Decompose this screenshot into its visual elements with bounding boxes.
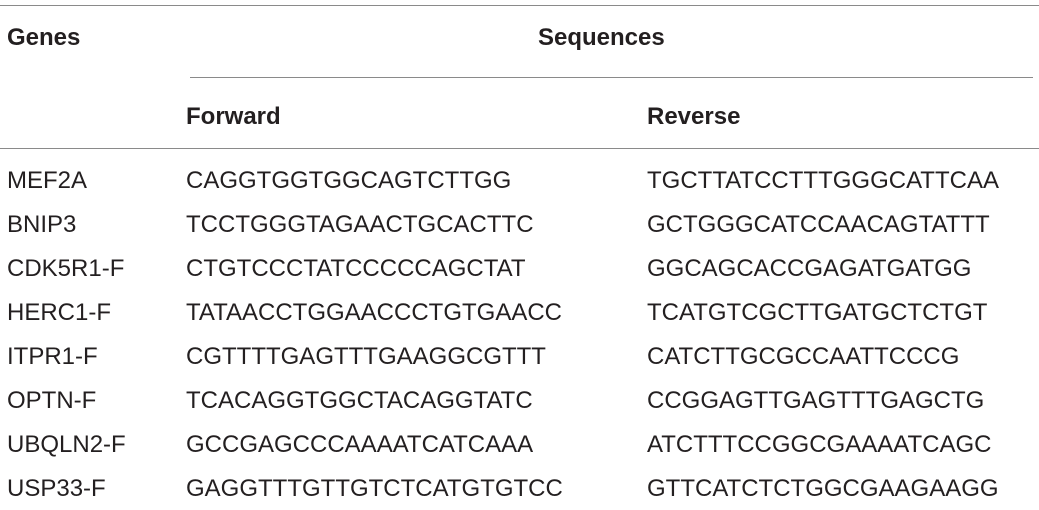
reverse-sequence: TGCTTATCCTTTGGGCATTCAA	[647, 167, 999, 194]
reverse-sequence: CCGGAGTTGAGTTTGAGCTG	[647, 387, 985, 414]
reverse-sequence: GGCAGCACCGAGATGATGG	[647, 255, 972, 282]
reverse-sequence: GCTGGGCATCCAACAGTATTT	[647, 211, 990, 238]
gene-name: BNIP3	[7, 211, 77, 238]
header-genes: Genes	[7, 24, 81, 51]
forward-sequence: TATAACCTGGAACCCTGTGAACC	[186, 299, 563, 326]
gene-name: CDK5R1-F	[7, 255, 125, 282]
header-reverse: Reverse	[647, 103, 741, 130]
forward-sequence: TCCTGGGTAGAACTGCACTTC	[186, 211, 534, 238]
forward-sequence: CAGGTGGTGGCAGTCTTGG	[186, 167, 512, 194]
gene-name: USP33-F	[7, 475, 106, 502]
gene-name: OPTN-F	[7, 387, 97, 414]
header-bottom-rule	[0, 148, 1039, 149]
header-forward: Forward	[186, 103, 281, 130]
gene-name: ITPR1-F	[7, 343, 98, 370]
forward-sequence: GAGGTTTGTTGTCTCATGTGTCC	[186, 475, 563, 502]
sequences-underline-rule	[190, 77, 1033, 78]
forward-sequence: CTGTCCCTATCCCCCAGCTAT	[186, 255, 526, 282]
gene-name: HERC1-F	[7, 299, 112, 326]
reverse-sequence: ATCTTTCCGGCGAAAATCAGC	[647, 431, 992, 458]
forward-sequence: CGTTTTGAGTTTGAAGGCGTTT	[186, 343, 546, 370]
reverse-sequence: CATCTTGCGCCAATTCCCG	[647, 343, 960, 370]
reverse-sequence: TCATGTCGCTTGATGCTCTGT	[647, 299, 988, 326]
forward-sequence: TCACAGGTGGCTACAGGTATC	[186, 387, 533, 414]
header-sequences: Sequences	[538, 24, 665, 51]
reverse-sequence: GTTCATCTCTGGCGAAGAAGG	[647, 475, 999, 502]
top-rule	[0, 5, 1039, 6]
gene-name: MEF2A	[7, 167, 88, 194]
gene-name: UBQLN2-F	[7, 431, 126, 458]
forward-sequence: GCCGAGCCCAAAATCATCAAA	[186, 431, 534, 458]
